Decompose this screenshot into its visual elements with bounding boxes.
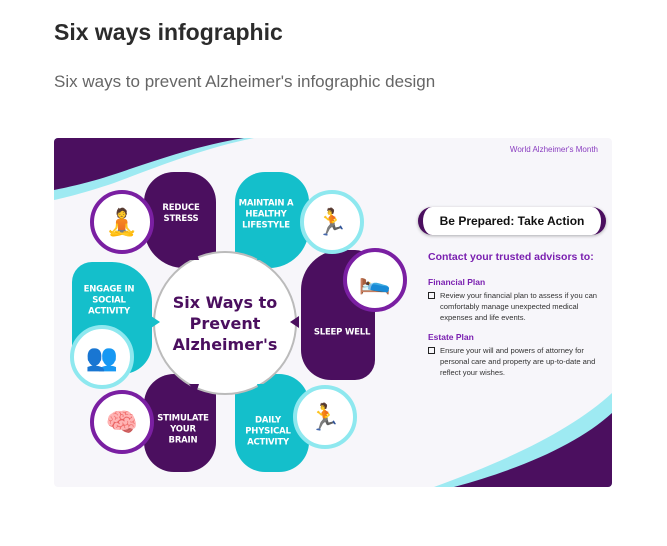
brain-icon: 🧠 [90, 390, 154, 454]
center-line-1: Six Ways to [172, 292, 278, 312]
arrow-icon [257, 251, 267, 260]
way-label: REDUCE STRESS [162, 203, 200, 224]
treadmill-icon: 🏃 [293, 385, 357, 449]
arrow-icon [189, 251, 199, 260]
arrow-icon [290, 316, 299, 328]
way-label: MAINTAIN A HEALTHY LIFESTYLE [238, 198, 294, 231]
arrow-icon [189, 384, 199, 393]
infographic-image: World Alzheimer's Month Six Ways to Prev… [54, 138, 612, 487]
month-label: World Alzheimer's Month [509, 145, 598, 154]
way-label: STIMULATE YOUR BRAIN [157, 413, 209, 446]
center-title: Six Ways to Prevent Alzheimer's [153, 251, 297, 395]
petal-reduce-stress [144, 172, 216, 268]
petal-healthy-lifestyle [235, 172, 309, 268]
arrow-icon [151, 316, 160, 328]
healthy-food-runner-icon: 🏃 [300, 190, 364, 254]
plan-text: Review your financial plan to assess if … [440, 291, 598, 322]
center-line-2: Prevent [189, 313, 261, 333]
plan-title: Financial Plan [428, 277, 486, 287]
take-action-banner: Be Prepared: Take Action [418, 207, 606, 235]
checkbox-icon [428, 347, 435, 354]
meditation-icon: 🧘 [90, 190, 154, 254]
arrow-icon [257, 384, 267, 393]
way-label: ENGAGE IN SOCIAL ACTIVITY [83, 284, 135, 317]
community-hands-icon: 👥 [70, 325, 134, 389]
plan-title: Estate Plan [428, 332, 474, 342]
page-subtitle: Six ways to prevent Alzheimer's infograp… [54, 72, 436, 91]
decorative-waves [54, 138, 612, 487]
sleep-bed-icon: 🛌 [343, 248, 407, 312]
contact-heading: Contact your trusted advisors to: [428, 251, 594, 263]
page-title: Six ways infographic [54, 19, 283, 45]
plan-bullet: Ensure your will and powers of attorney … [428, 345, 608, 378]
plan-text: Ensure your will and powers of attorney … [440, 346, 596, 377]
center-line-3: Alzheimer's [172, 334, 278, 354]
plan-bullet: Review your financial plan to assess if … [428, 290, 608, 323]
way-label: DAILY PHYSICAL ACTIVITY [245, 415, 291, 448]
checkbox-icon [428, 292, 435, 299]
way-label: SLEEP WELL [313, 327, 371, 338]
